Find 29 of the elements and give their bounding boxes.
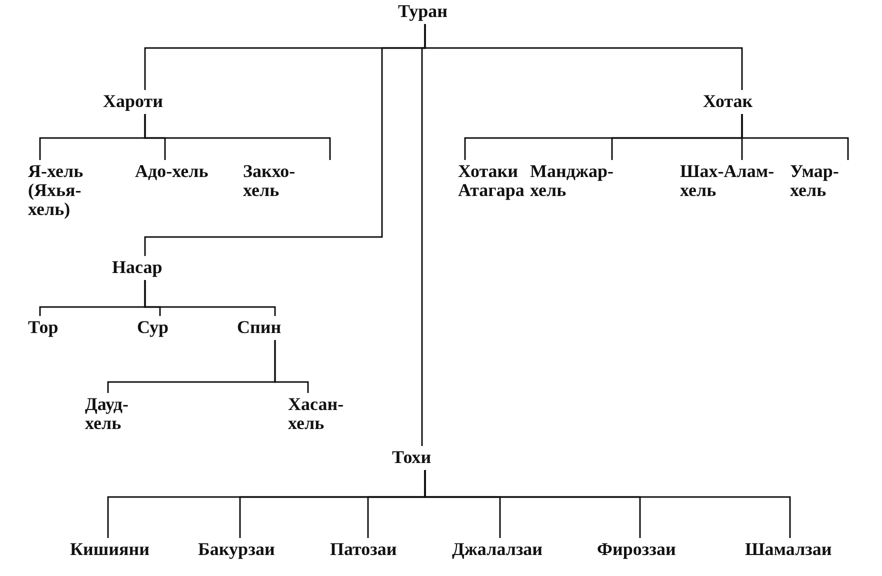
tribe-name: Манджар- хель bbox=[530, 162, 620, 200]
tree-line bbox=[741, 114, 849, 160]
tribe-name: Умар- хель bbox=[790, 162, 850, 200]
tribe-name: Сур bbox=[137, 318, 169, 337]
tribe-name: Бакурзаи bbox=[198, 540, 275, 559]
tribe-name: Патозаи bbox=[330, 540, 397, 559]
tree-line bbox=[424, 24, 743, 90]
tree-line bbox=[424, 470, 791, 538]
tribe-name: Хасан- хель bbox=[288, 395, 358, 433]
tribe-name: Джалалзаи bbox=[452, 540, 543, 559]
tribe-name: Шах-Алам- хель bbox=[680, 162, 778, 200]
tribe-name: Спин bbox=[237, 318, 282, 337]
tree-line bbox=[144, 280, 276, 316]
tribe-name: Хотак bbox=[703, 92, 753, 111]
tribe-name: Хотаки Атагара bbox=[458, 162, 528, 200]
tribe-name: Я-хель (Яхья- хель) bbox=[28, 162, 90, 219]
tribe-name: Адо-хель bbox=[135, 162, 208, 181]
tree-line bbox=[144, 114, 331, 160]
tribe-name: Фироззаи bbox=[597, 540, 676, 559]
tribe-name: Шамалзаи bbox=[745, 540, 832, 559]
tribe-name: Закхо- хель bbox=[243, 162, 305, 200]
tribe-name: Хароти bbox=[103, 92, 163, 111]
tribe-name: Кишияни bbox=[70, 540, 150, 559]
tribe-name: Насар bbox=[112, 258, 162, 277]
tribe-name: Туран bbox=[398, 2, 448, 21]
tree-line bbox=[274, 340, 309, 393]
tribe-name: Тор bbox=[28, 318, 58, 337]
tribe-name: Дауд- хель bbox=[85, 395, 147, 433]
tribe-name: Тохи bbox=[392, 448, 432, 467]
